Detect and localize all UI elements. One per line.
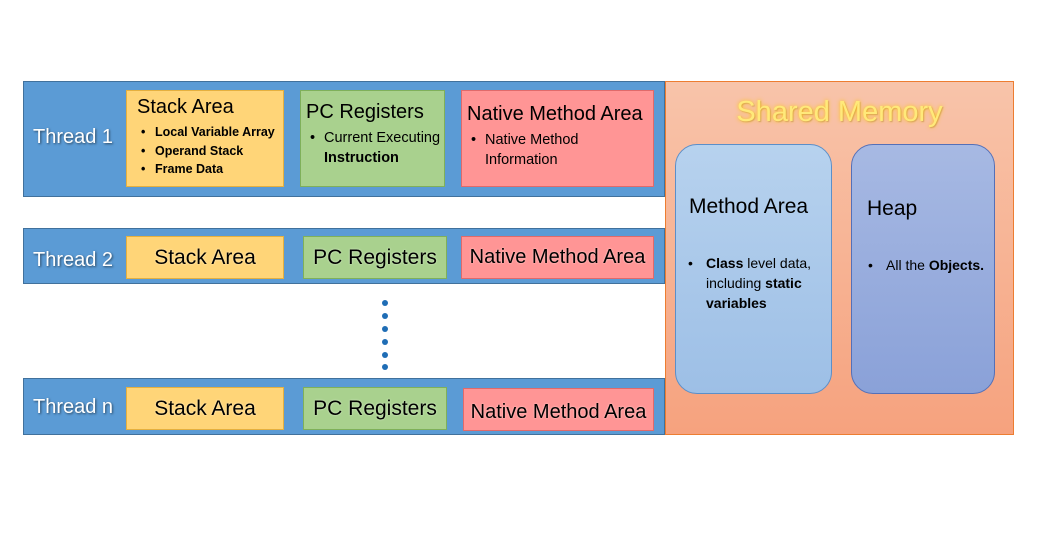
pc-item-text: Current Executing [324, 130, 441, 146]
method-area-title: Method Area [689, 195, 809, 218]
method-area-bold-static: static variables [706, 275, 802, 311]
list-item: Current Executing Instruction [310, 128, 444, 168]
thread-n-stack-area: Stack Area [126, 387, 284, 430]
native-item-line-1: Native Method [485, 132, 579, 148]
thread-2-native-method-area-title: Native Method Area [469, 246, 646, 268]
list-item: Frame Data [141, 160, 283, 179]
list-item: Operand Stack [141, 142, 283, 161]
ellipsis-dot [382, 352, 388, 358]
ellipsis-dot [382, 300, 388, 306]
method-area-box: Method Area Class level data, including … [675, 144, 832, 394]
thread-1-native-method-area-list: Native Method Information [467, 130, 653, 170]
thread-2-pc-registers: PC Registers [303, 236, 447, 279]
method-area-bold-class: Class [706, 255, 744, 271]
native-item-line-2: Information [485, 152, 558, 168]
thread-2-label: Thread 2 [33, 249, 114, 271]
thread-n-native-method-area: Native Method Area [463, 388, 654, 431]
heap-list: All the Objects. [868, 255, 996, 275]
thread-n-pc-registers: PC Registers [303, 387, 447, 430]
thread-1-pc-registers-title: PC Registers [306, 101, 424, 123]
method-area-text: level data, including [706, 255, 812, 291]
ellipsis-dot [382, 313, 388, 319]
heap-text: All the [886, 257, 929, 273]
ellipsis-dot [382, 364, 388, 370]
pc-item-bold: Instruction [324, 150, 399, 166]
thread-2-stack-area: Stack Area [126, 236, 284, 279]
thread-n-label: Thread n [33, 396, 114, 418]
thread-2-pc-registers-title: PC Registers [313, 245, 437, 269]
list-item: All the Objects. [868, 255, 996, 275]
thread-n-native-method-area-title: Native Method Area [470, 401, 647, 423]
list-item: Native Method Information [471, 130, 653, 170]
thread-n-pc-registers-title: PC Registers [313, 396, 437, 420]
ellipsis-dot [382, 339, 388, 345]
heap-box: Heap All the Objects. [851, 144, 995, 394]
thread-1-label: Thread 1 [33, 126, 114, 148]
thread-2-stack-area-title: Stack Area [154, 245, 256, 269]
heap-bold-objects: Objects. [928, 257, 985, 273]
shared-memory-panel: Shared Memory Method Area Class level da… [665, 81, 1014, 435]
thread-1-stack-area-title: Stack Area [137, 96, 234, 118]
heap-title: Heap [867, 197, 918, 220]
thread-1-stack-area: Stack Area Local Variable Array Operand … [126, 90, 284, 187]
thread-1-native-method-area: Native Method Area Native Method Informa… [461, 90, 654, 187]
list-item: Class level data, including static varia… [688, 253, 826, 313]
method-area-list: Class level data, including static varia… [688, 253, 826, 313]
thread-1-stack-area-list: Local Variable Array Operand Stack Frame… [137, 123, 283, 179]
thread-1-pc-registers: PC Registers Current Executing Instructi… [300, 90, 445, 187]
shared-memory-title: Shared Memory [736, 96, 943, 128]
thread-1-pc-registers-list: Current Executing Instruction [306, 128, 444, 168]
ellipsis-dot [382, 326, 388, 332]
thread-1-native-method-area-title: Native Method Area [467, 103, 643, 125]
thread-n-stack-area-title: Stack Area [154, 396, 256, 420]
list-item: Local Variable Array [141, 123, 283, 142]
thread-2-native-method-area: Native Method Area [461, 236, 654, 279]
